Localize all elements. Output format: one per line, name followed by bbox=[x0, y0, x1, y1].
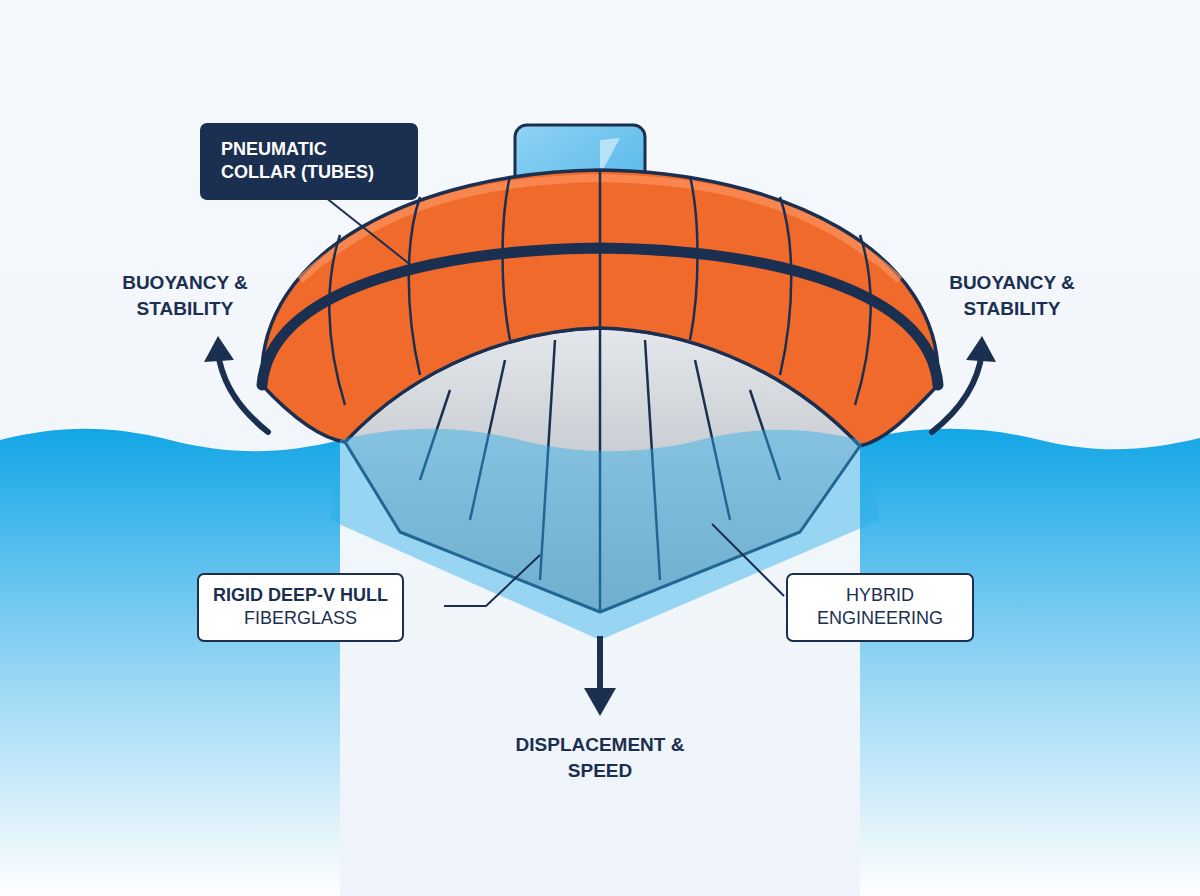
hull-callout-box: RIGID DEEP-V HULLFIBERGLASS bbox=[197, 573, 404, 642]
node-heading: PNEUMATIC COLLAR (TUBES) bbox=[221, 138, 397, 185]
collar-title-box: PNEUMATIC COLLAR (TUBES) bbox=[200, 123, 418, 200]
node-body: FIBERGLASS bbox=[213, 607, 388, 630]
force-label: BUOYANCY & STABILITY bbox=[100, 270, 270, 321]
engineering-callout-box: HYBRID ENGINEERING bbox=[786, 573, 974, 642]
force-label: BUOYANCY & STABILITY bbox=[927, 270, 1097, 321]
force-label: DISPLACEMENT & SPEED bbox=[500, 732, 700, 783]
node-heading: HYBRID ENGINEERING bbox=[810, 584, 950, 631]
node-heading: RIGID DEEP-V HULL bbox=[213, 584, 388, 607]
